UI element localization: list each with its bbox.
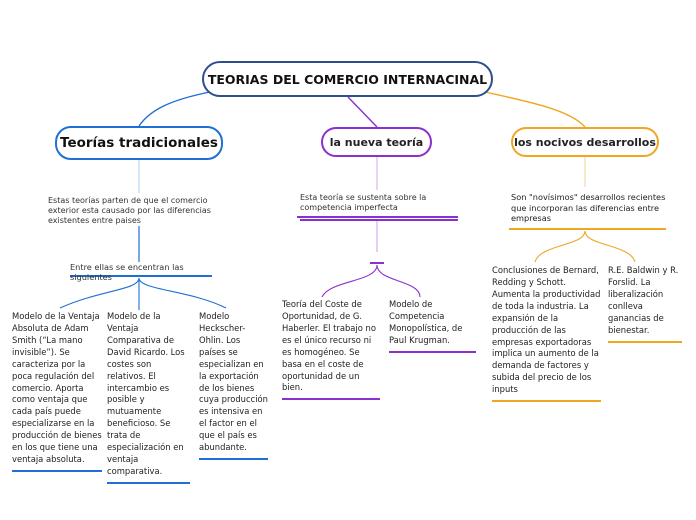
subtopic-ventaja-absoluta[interactable]: Modelo de la Ventaja Absoluta de Adam Sm… — [12, 311, 102, 472]
topic-nueva-teoria[interactable]: la nueva teoría — [321, 127, 432, 157]
subtopic-bernard-redding-schott[interactable]: Conclusiones de Bernard, Redding y Schot… — [492, 265, 601, 403]
root-title: TEORIAS DEL COMERCIO INTERNACINAL — [207, 71, 488, 87]
subtopic-competencia-monopolistica[interactable]: Modelo de Competencia Monopolística, de … — [389, 299, 476, 353]
subtopic-baldwin-forslid[interactable]: R.E. Baldwin y R. Forslid. La liberaliza… — [608, 265, 682, 343]
subtopic-tradicionales-connector[interactable]: Entre ellas se encentran las siguientes — [70, 262, 212, 283]
subtopic-text: Modelo de Competencia Monopolística, de … — [389, 299, 463, 345]
subtopic-text: Modelo de la Ventaja Comparativa de Davi… — [107, 311, 185, 476]
topic-nocivos-desarrollos[interactable]: los nocivos desarrollos — [511, 127, 659, 157]
subtopic-text: Conclusiones de Bernard, Redding y Schot… — [492, 265, 601, 395]
subtopic-tradicionales-description[interactable]: Estas teorías parten de que el comercio … — [48, 196, 238, 226]
topic-title: los nocivos desarrollos — [514, 135, 656, 149]
root-topic[interactable]: TEORIAS DEL COMERCIO INTERNACINAL — [202, 61, 493, 97]
subtopic-nocivos-description[interactable]: Son "novísimos" desarrollos recientes qu… — [511, 192, 666, 224]
subtopic-nueva-description[interactable]: Esta teoría se sustenta sobre la compete… — [300, 193, 458, 221]
subtopic-text: Son "novísimos" desarrollos recientes qu… — [511, 192, 666, 224]
topic-title: Teorías tradicionales — [60, 135, 218, 151]
subtopic-ventaja-comparativa[interactable]: Modelo de la Ventaja Comparativa de Davi… — [107, 311, 190, 484]
subtopic-heckscher-ohlin[interactable]: Modelo Heckscher-Ohlin. Los países se es… — [199, 311, 268, 461]
subtopic-text: Esta teoría se sustenta sobre la compete… — [300, 193, 427, 212]
subtopic-text: Teoría del Coste de Oportunidad, de G. H… — [282, 299, 376, 393]
topic-title: la nueva teoría — [329, 135, 424, 149]
subtopic-text: Modelo de la Ventaja Absoluta de Adam Sm… — [12, 311, 102, 465]
subtopic-text: R.E. Baldwin y R. Forslid. La liberaliza… — [608, 265, 679, 335]
subtopic-text: Estas teorías parten de que el comercio … — [48, 196, 211, 225]
subtopic-coste-oportunidad[interactable]: Teoría del Coste de Oportunidad, de G. H… — [282, 299, 380, 401]
subtopic-text: Modelo Heckscher-Ohlin. Los países se es… — [199, 311, 268, 453]
topic-teorias-tradicionales[interactable]: Teorías tradicionales — [55, 126, 223, 160]
subtopic-text: Entre ellas se encentran las siguientes — [70, 262, 184, 283]
